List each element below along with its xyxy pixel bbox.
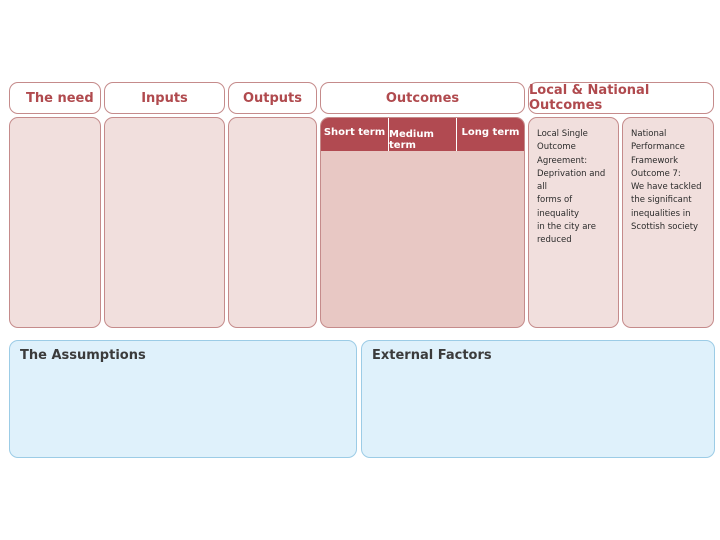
national-outcome-column: National Performance Framework Outcome 7… — [622, 117, 714, 328]
outcomes-column: Short term Medium term Long term — [320, 117, 525, 328]
assumptions-box: The Assumptions — [9, 340, 357, 458]
external-factors-box: External Factors — [361, 340, 715, 458]
short-term-label: Short term — [321, 118, 388, 151]
outcomes-header: Outcomes — [320, 82, 525, 114]
local-outcome-column: Local Single Outcome Agreement: Deprivat… — [528, 117, 619, 328]
outputs-column — [228, 117, 317, 328]
external-factors-title: External Factors — [372, 348, 492, 363]
local-national-outcomes-header: Local & National Outcomes — [528, 82, 714, 114]
inputs-header: Inputs — [104, 82, 225, 114]
the-need-header: The need — [9, 82, 101, 114]
medium-term-label: Medium term — [388, 118, 456, 151]
the-need-column — [9, 117, 101, 328]
national-outcome-text: National Performance Framework Outcome 7… — [631, 129, 702, 233]
local-outcome-text: Local Single Outcome Agreement: Deprivat… — [537, 129, 606, 246]
outcome-terms-row: Short term Medium term Long term — [321, 118, 524, 151]
outputs-header: Outputs — [228, 82, 317, 114]
inputs-column — [104, 117, 225, 328]
long-term-label: Long term — [456, 118, 524, 151]
assumptions-title: The Assumptions — [20, 348, 146, 363]
